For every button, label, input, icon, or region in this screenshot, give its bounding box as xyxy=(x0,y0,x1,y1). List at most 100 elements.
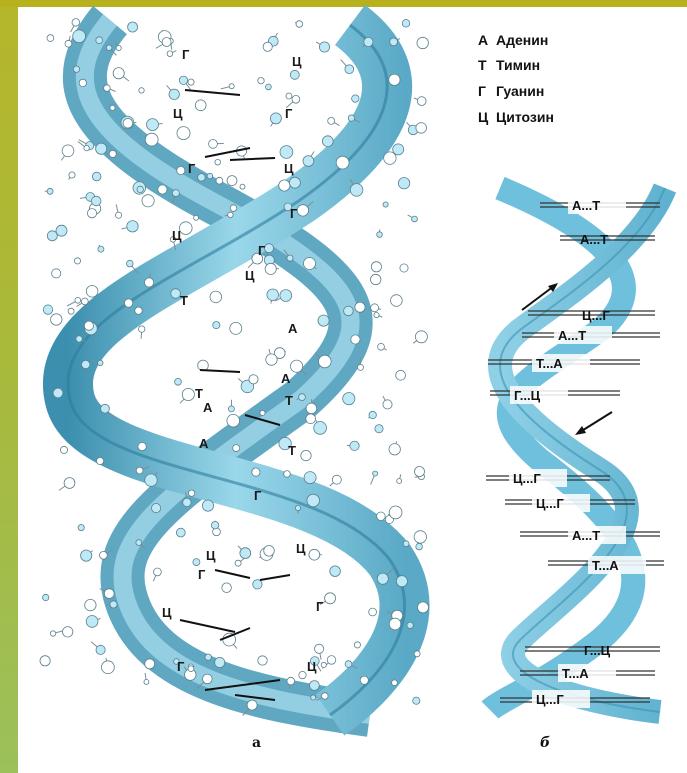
caption-b: б xyxy=(540,735,551,751)
atom xyxy=(278,179,291,192)
hydrogen-bond xyxy=(214,569,251,579)
atom xyxy=(95,142,108,155)
atom xyxy=(97,359,104,366)
atom xyxy=(100,403,110,414)
atom xyxy=(135,539,143,546)
atom xyxy=(320,661,327,668)
base-label: Ц xyxy=(162,605,172,620)
atom xyxy=(370,273,382,286)
atom xyxy=(72,65,81,73)
atom xyxy=(115,45,122,52)
hydrogen-bond xyxy=(229,157,276,161)
atom xyxy=(388,73,401,86)
atom xyxy=(64,39,73,48)
base-label: Т xyxy=(285,393,293,408)
atom xyxy=(74,257,82,265)
pair-label: А...Т xyxy=(558,328,586,343)
atom xyxy=(351,94,360,103)
hydrogen-bond xyxy=(244,414,281,426)
atom xyxy=(357,363,364,371)
atom xyxy=(52,387,64,399)
atom xyxy=(310,694,317,701)
atom xyxy=(392,143,405,156)
atom xyxy=(105,44,113,51)
atom xyxy=(303,257,316,270)
legend-key: А xyxy=(478,32,489,48)
base-label: Ц xyxy=(173,106,183,121)
atom xyxy=(212,321,221,330)
atom xyxy=(103,588,115,599)
atom xyxy=(83,320,94,331)
atom xyxy=(146,118,159,131)
hydrogen-bond xyxy=(234,694,276,701)
atom xyxy=(81,359,91,370)
atom xyxy=(81,297,89,306)
base-label: Ц xyxy=(292,54,302,69)
atom xyxy=(388,617,402,631)
atom xyxy=(368,607,377,617)
atom xyxy=(63,477,76,489)
base-label: Г xyxy=(258,243,266,258)
atom xyxy=(208,139,218,149)
atom xyxy=(318,354,332,369)
atom xyxy=(416,96,427,106)
atom xyxy=(181,387,195,401)
atom xyxy=(138,87,145,94)
atom xyxy=(413,650,421,658)
base-label: А xyxy=(281,371,291,386)
atom xyxy=(229,204,238,212)
atom xyxy=(234,559,242,567)
atom xyxy=(137,441,147,452)
hydrogen-bond xyxy=(184,89,241,96)
atom xyxy=(395,369,406,381)
hydrogen-bond xyxy=(179,619,236,633)
atom xyxy=(259,409,266,416)
atom xyxy=(168,88,180,100)
atom xyxy=(122,117,134,129)
atom xyxy=(144,132,159,147)
atom xyxy=(204,653,212,661)
atom xyxy=(329,565,341,577)
atom xyxy=(85,285,99,298)
atom xyxy=(144,658,156,670)
atom xyxy=(144,277,155,288)
legend-key: Т xyxy=(478,57,487,73)
legend-key: Ц xyxy=(478,109,489,125)
atom xyxy=(396,478,403,484)
atom xyxy=(383,151,397,165)
atom xyxy=(214,158,221,166)
atom xyxy=(283,470,291,478)
atom xyxy=(389,37,398,47)
pair-label: Ц...Г xyxy=(536,496,564,511)
atom xyxy=(266,288,279,302)
atom xyxy=(67,307,75,315)
atom xyxy=(414,330,428,344)
atom xyxy=(226,175,238,187)
atom xyxy=(126,220,139,233)
atom xyxy=(283,202,293,212)
atom xyxy=(232,444,241,453)
atom xyxy=(46,187,54,195)
hydrogen-bond xyxy=(204,147,251,158)
atom xyxy=(194,99,207,112)
atom xyxy=(171,189,180,198)
atom xyxy=(188,489,196,497)
atom xyxy=(42,593,50,602)
atom xyxy=(109,104,116,111)
atom xyxy=(289,69,300,80)
atom xyxy=(413,530,427,544)
pair-labels-b: А...Т А...Т Ц...Г А...Т Т...А Г...Ц Ц...… xyxy=(509,196,646,708)
atom xyxy=(46,34,55,42)
atom xyxy=(303,471,317,485)
atom xyxy=(349,183,364,197)
atom xyxy=(95,36,103,44)
atom xyxy=(411,215,418,223)
pair-label: Т...А xyxy=(562,666,589,681)
atom xyxy=(265,83,272,91)
base-label: Г xyxy=(285,106,293,121)
atom xyxy=(101,660,115,674)
atom xyxy=(376,511,386,522)
atom xyxy=(201,499,214,512)
